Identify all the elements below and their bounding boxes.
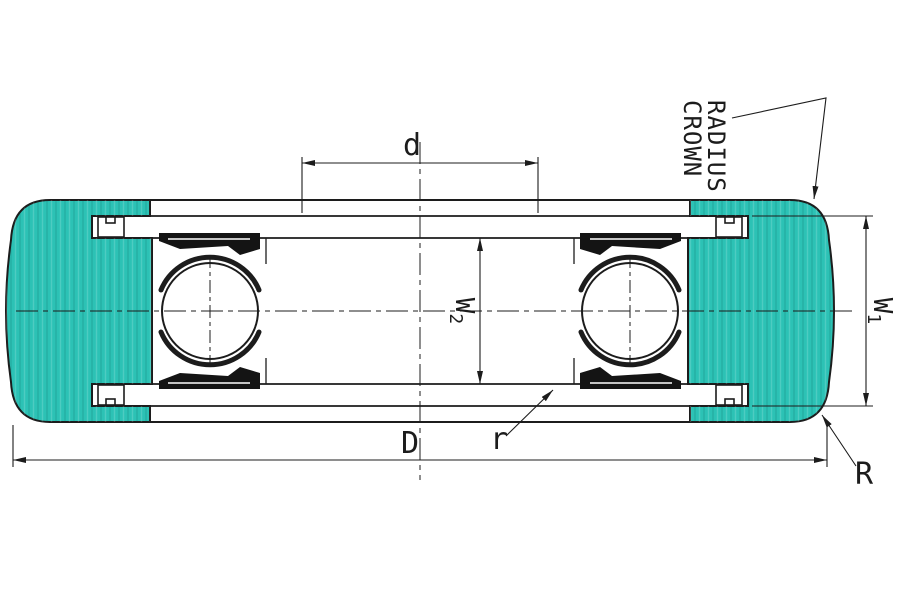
seal-shields: [159, 233, 681, 389]
leader-corner-radius: [821, 414, 857, 467]
seal-anchor-tabs: [97, 216, 743, 406]
leader-crown-radius: [731, 97, 827, 200]
outer-ring-left-texture: [6, 200, 152, 422]
drawing-lines: [5, 97, 873, 480]
leader-fillet-radius: [505, 389, 554, 437]
labels: d D W2 W1 CROWN RADIUS R r: [401, 100, 897, 492]
dimension-bore-diameter: [301, 157, 539, 213]
dimension-outer-diameter: [12, 425, 828, 467]
label-inner-width-base: W: [449, 298, 479, 314]
label-corner-radius: R: [855, 457, 874, 492]
label-fillet-radius: r: [490, 422, 508, 457]
label-inner-width: W2: [445, 298, 479, 325]
label-bore-diameter: d: [403, 128, 421, 163]
seal-tab-right-top-notch: [724, 216, 735, 224]
label-crown-line2: RADIUS: [702, 100, 730, 193]
label-outer-width-base: W: [867, 298, 897, 314]
seal-tab-left-top-notch: [105, 216, 116, 224]
label-inner-width-sub: 2: [445, 313, 466, 324]
seal-tab-right-bottom-notch: [724, 398, 735, 406]
seal-tab-left-bottom-notch: [105, 398, 116, 406]
label-outer-width-sub: 1: [863, 313, 884, 324]
label-outer-width: W1: [863, 298, 897, 325]
dimension-outer-width: [752, 215, 873, 407]
outer-ring-left-section: [5, 199, 153, 423]
label-crown-line1: CROWN: [678, 100, 706, 177]
centerlines: [16, 142, 852, 480]
label-outer-diameter: D: [401, 426, 419, 461]
